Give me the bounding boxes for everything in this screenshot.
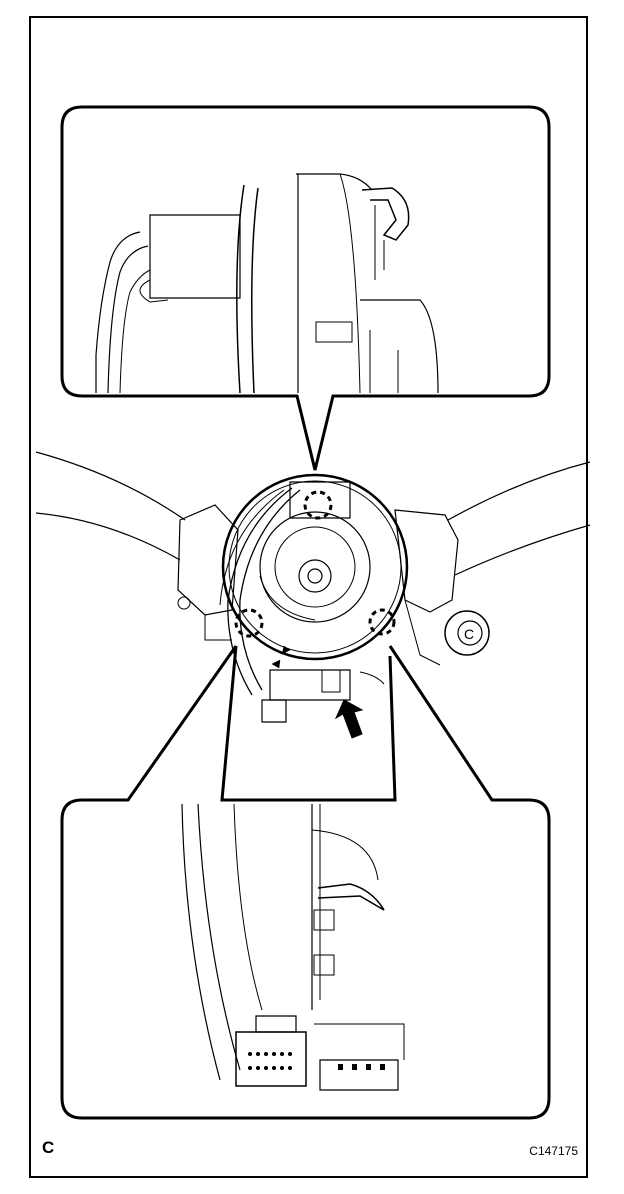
connector-pins bbox=[248, 1052, 385, 1070]
figure-id: C147175 bbox=[529, 1144, 578, 1158]
corner-label: C bbox=[42, 1138, 55, 1157]
outer-frame bbox=[29, 16, 588, 1178]
bottom-detail-callout bbox=[60, 645, 551, 1120]
top-detail-callout bbox=[60, 105, 551, 471]
combination-switch-assembly: C bbox=[35, 451, 591, 739]
svg-text:C: C bbox=[464, 626, 474, 642]
